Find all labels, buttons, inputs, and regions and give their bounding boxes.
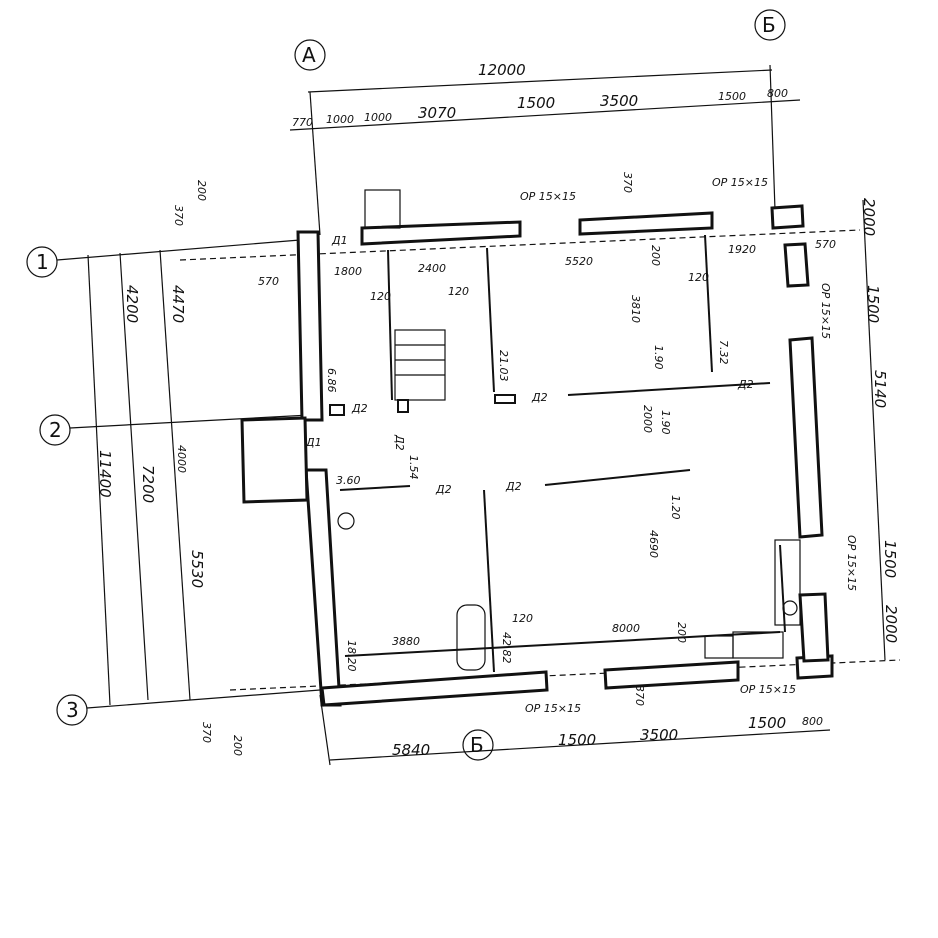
- dim-4000: 4000: [175, 445, 188, 473]
- door-d2a: Д2: [351, 402, 368, 415]
- dim-5840: 5840: [392, 741, 430, 759]
- area-4282: 42.82: [500, 632, 513, 664]
- door-d1-side: Д1: [305, 436, 322, 449]
- area-120: 1.20: [669, 495, 682, 520]
- dim-3880: 3880: [392, 635, 420, 648]
- area-190b: 1.90: [659, 410, 672, 435]
- left-dimensions: 200 370 4200 4470 11400 7200 4000 5530 3…: [96, 180, 244, 756]
- dim-570: 570: [258, 275, 279, 288]
- axis-label-b-top: Б: [762, 13, 776, 37]
- dim-right-2000a: 2000: [860, 198, 878, 236]
- dim-5140: 5140: [871, 370, 889, 408]
- dim-right-1500b: 1500: [881, 540, 899, 578]
- bathtub-icon: [456, 604, 486, 671]
- dim-4470: 4470: [169, 285, 187, 323]
- wall-370-bottom: 370: [633, 685, 646, 706]
- door-d2c: Д2: [737, 378, 754, 391]
- dim-right-570: 570: [815, 238, 836, 251]
- area-1820: 18.20: [345, 640, 358, 672]
- dim-left-370: 370: [172, 205, 185, 226]
- axis-label-b-bottom: Б: [470, 733, 484, 757]
- dim-4690: 4690: [647, 530, 660, 558]
- axis-label-1: 1: [36, 250, 49, 274]
- kitchen-counter: [732, 631, 784, 659]
- dim-8000: 8000: [612, 622, 640, 635]
- dim-800: 800: [767, 87, 788, 100]
- door-d2e: Д2: [435, 483, 452, 496]
- thick-120c: 120: [688, 271, 709, 284]
- thick-120b: 120: [448, 285, 469, 298]
- window-label-bottom-1: ОР 15×15: [525, 702, 581, 715]
- dim-right-1500a: 1500: [864, 285, 882, 323]
- dim-left-370b: 370: [200, 722, 213, 743]
- sink-icon: [782, 600, 798, 616]
- door-d2d: Д2: [393, 434, 406, 451]
- axis-label-3: 3: [66, 698, 79, 722]
- stair-upper: [364, 189, 401, 229]
- area-190a: 1.90: [652, 345, 665, 370]
- axis-label-a: А: [302, 43, 316, 67]
- dim-3070: 3070: [418, 104, 456, 122]
- dim-1800: 1800: [334, 265, 362, 278]
- door-d2f: Д2: [505, 480, 522, 493]
- window-label-right-2: ОР 15×15: [845, 535, 858, 591]
- dimension-lines: [56, 64, 901, 766]
- axis-label-2: 2: [49, 418, 62, 442]
- area-732: 7.32: [717, 340, 730, 365]
- door-d2b: Д2: [531, 391, 548, 404]
- dim-1500b: 1500: [718, 90, 746, 103]
- dim-7200: 7200: [139, 465, 157, 503]
- dim-1500a: 1500: [517, 94, 555, 112]
- wall-370-top: 370: [621, 172, 634, 193]
- stair: [394, 329, 446, 401]
- window-label-bottom-2: ОР 15×15: [740, 683, 796, 696]
- area-686: 6.86: [325, 368, 338, 393]
- dim-3810: 3810: [629, 295, 642, 323]
- walls: [240, 204, 834, 707]
- sink-cabinet: [774, 539, 801, 626]
- stove-icon: [704, 635, 734, 659]
- area-360: 3.60: [336, 474, 361, 487]
- dim-1000a: 1000: [326, 113, 354, 126]
- dim-200b: 200: [675, 622, 688, 643]
- dim-bottom-1500b: 1500: [748, 714, 786, 732]
- dim-bottom-800: 800: [802, 715, 823, 728]
- dim-1920: 1920: [728, 243, 756, 256]
- dim-total: 12000: [478, 61, 526, 79]
- dim-5530: 5530: [188, 550, 206, 588]
- partitions: [329, 234, 786, 673]
- thick-120a: 120: [370, 290, 391, 303]
- toilet-icon: [337, 512, 355, 530]
- dim-770: 770: [292, 116, 313, 129]
- dim-left-200: 200: [195, 180, 208, 201]
- dim-3500: 3500: [600, 92, 638, 110]
- top-dimensions: 12000 770 1000 1000 3070 1500 3500 1500 …: [292, 61, 788, 203]
- interior-labels: Д1 570 1800 2400 5520 200 1920 120 120 1…: [258, 234, 756, 672]
- dim-1000b: 1000: [364, 111, 392, 124]
- dim-2400: 2400: [418, 262, 446, 275]
- bottom-dimensions: ОР 15×15 370 ОР 15×15 5840 1500 3500 150…: [392, 683, 823, 759]
- dim-4200: 4200: [123, 285, 141, 323]
- door-d1-top: Д1: [331, 234, 348, 247]
- dim-left-200b: 200: [231, 735, 244, 756]
- area-154: 1.54: [407, 455, 420, 480]
- window-label-top-1: ОР 15×15: [520, 190, 576, 203]
- dim-5520: 5520: [565, 255, 593, 268]
- dim-200: 200: [649, 245, 662, 266]
- dim-bottom-3500: 3500: [640, 726, 678, 744]
- dim-right-2000b: 2000: [882, 605, 900, 643]
- dim-bottom-1500a: 1500: [558, 731, 596, 749]
- dim-2000: 2000: [641, 405, 654, 433]
- right-dimensions: 2000 570 1500 ОР 15×15 5140 1500 ОР 15×1…: [815, 198, 900, 643]
- dim-11400: 11400: [96, 450, 114, 498]
- area-2103: 21.03: [497, 350, 510, 382]
- fixtures: [337, 189, 801, 671]
- thick-120d: 120: [512, 612, 533, 625]
- window-label-top-2: ОР 15×15: [712, 176, 768, 189]
- window-label-right-1: ОР 15×15: [819, 283, 832, 339]
